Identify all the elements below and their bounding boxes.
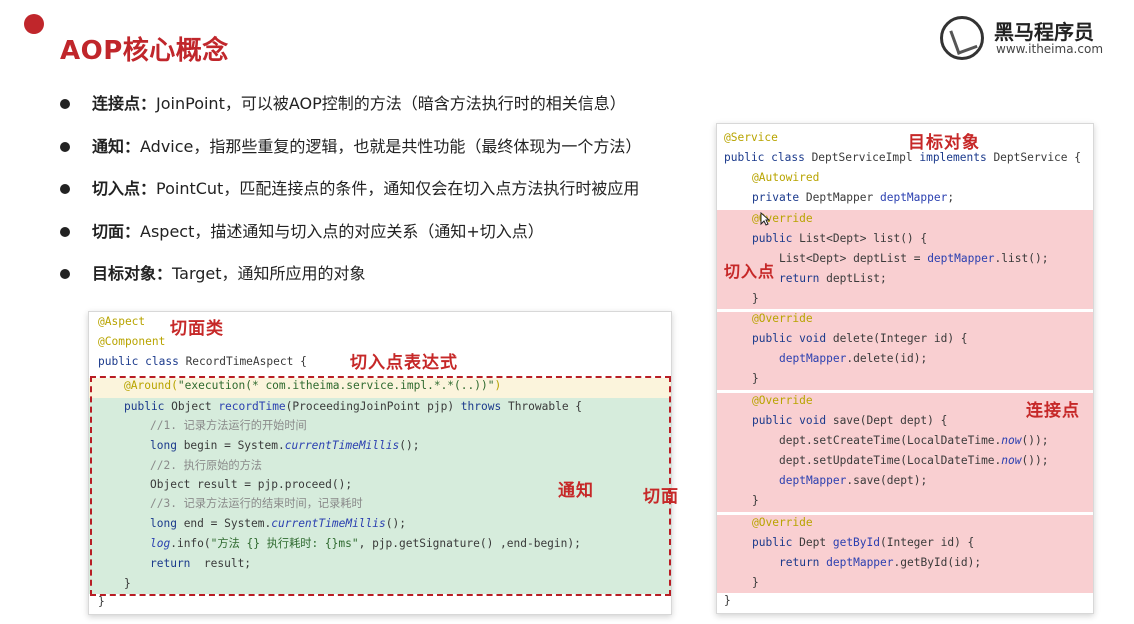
- joinpoint-highlight-getbyid: [717, 515, 1093, 593]
- advice-highlight: [89, 378, 671, 594]
- code-line: //3. 记录方法运行的结束时间，记录耗时: [150, 497, 363, 510]
- concept-desc: Advice，指那些重复的逻辑，也就是共性功能（最终体现为一个方法）: [140, 136, 642, 156]
- concept-item-target: 目标对象：Target，通知所应用的对象: [60, 262, 641, 305]
- code-line: }: [724, 594, 731, 607]
- mouse-cursor-icon: [760, 212, 770, 226]
- bullet-dot-icon: [60, 99, 70, 109]
- code-line: long end = System.currentTimeMillis();: [150, 517, 406, 530]
- annotation-pointcut-expression: 切入点表达式: [350, 353, 458, 373]
- code-line: //1. 记录方法运行的开始时间: [150, 419, 307, 432]
- code-line: @Override: [752, 394, 813, 407]
- joinpoint-highlight-list: [717, 210, 1093, 309]
- bullet-dot-icon: [60, 226, 70, 237]
- code-line: }: [752, 292, 759, 305]
- red-dot-decoration: [24, 14, 44, 34]
- concept-term: 连接点：: [92, 94, 157, 113]
- code-line: deptMapper.delete(id);: [779, 352, 928, 365]
- code-line: @Autowired: [752, 171, 820, 184]
- code-line: @Override: [752, 312, 813, 325]
- concept-term: 切入点：: [92, 179, 157, 198]
- page-title: AOP核心概念: [60, 36, 229, 66]
- code-line: public void save(Dept dept) {: [752, 414, 948, 427]
- joinpoint-highlight-delete: [717, 312, 1093, 390]
- code-line: public List<Dept> list() {: [752, 232, 928, 245]
- bullet-dot-icon: [60, 269, 70, 279]
- code-line: Object result = pjp.proceed();: [150, 478, 353, 491]
- code-line: public void delete(Integer id) {: [752, 332, 968, 345]
- concept-desc: PointCut，匹配连接点的条件，通知仅会在切入点方法执行时被应用: [156, 179, 640, 198]
- code-line: @Aspect: [98, 315, 146, 328]
- concept-desc: Target，通知所应用的对象: [172, 264, 366, 283]
- code-line: dept.setCreateTime(LocalDateTime.now());: [779, 434, 1049, 447]
- code-line: return deptList;: [779, 272, 887, 285]
- annotation-pointcut: 切入点: [724, 262, 776, 281]
- code-line: public Dept getById(Integer id) {: [752, 536, 975, 549]
- code-line: dept.setUpdateTime(LocalDateTime.now());: [779, 454, 1049, 467]
- code-line: @Override: [752, 516, 813, 529]
- annotation-advice: 通知: [558, 481, 594, 501]
- logo-url: www.itheima.com: [996, 42, 1104, 56]
- code-line: @Component: [98, 335, 166, 348]
- logo-name: 黑马程序员: [994, 20, 1094, 44]
- concept-item-pointcut: 切入点：PointCut，匹配连接点的条件，通知仅会在切入点方法执行时被应用: [60, 177, 641, 220]
- concept-item-advice: 通知：Advice，指那些重复的逻辑，也就是共性功能（最终体现为一个方法）: [60, 135, 641, 178]
- code-line: log.info("方法 {} 执行耗时: {}ms", pjp.getSign…: [150, 537, 581, 550]
- code-line: private DeptMapper deptMapper;: [752, 191, 955, 204]
- concept-item-aspect: 切面：Aspect，描述通知与切入点的对应关系（通知+切入点）: [60, 220, 641, 263]
- code-line: public class DeptServiceImpl implements …: [724, 151, 1081, 164]
- code-line: @Service: [724, 131, 778, 144]
- concept-term: 切面：: [92, 221, 141, 241]
- code-line: long begin = System.currentTimeMillis();: [150, 439, 420, 452]
- code-line: return deptMapper.getById(id);: [779, 556, 982, 569]
- code-line: List<Dept> deptList = deptMapper.list();: [779, 252, 1049, 265]
- code-line: }: [98, 595, 105, 608]
- code-line: return result;: [150, 557, 252, 570]
- concept-desc: JoinPoint，可以被AOP控制的方法（暗含方法执行时的相关信息）: [156, 94, 626, 113]
- code-line: public class RecordTimeAspect {: [98, 355, 307, 368]
- annotation-joinpoint: 连接点: [1026, 401, 1080, 421]
- horse-logo-icon: [940, 16, 984, 60]
- brand-logo: 黑马程序员 www.itheima.com: [940, 14, 1110, 62]
- aspect-code-panel: @Aspect @Component public class RecordTi…: [88, 311, 672, 615]
- aspect-dashed-box: [90, 376, 671, 596]
- bullet-dot-icon: [60, 141, 70, 152]
- joinpoint-highlight-save: [717, 393, 1093, 512]
- annotation-aspect-class: 切面类: [170, 319, 224, 339]
- code-line: }: [752, 494, 759, 507]
- code-line: //2. 执行原始的方法: [150, 459, 262, 472]
- pointcut-highlight: [89, 378, 671, 398]
- service-code-panel: @Service public class DeptServiceImpl im…: [716, 123, 1094, 614]
- concept-desc: Aspect，描述通知与切入点的对应关系（通知+切入点）: [140, 221, 544, 241]
- concept-list: 连接点：JoinPoint，可以被AOP控制的方法（暗含方法执行时的相关信息） …: [60, 92, 641, 305]
- concept-term: 目标对象：: [92, 264, 173, 283]
- code-line: deptMapper.save(dept);: [779, 474, 928, 487]
- code-line: public Object recordTime(ProceedingJoinP…: [124, 400, 583, 413]
- bullet-dot-icon: [60, 184, 70, 194]
- code-line: }: [752, 576, 759, 589]
- annotation-target: 目标对象: [908, 133, 980, 153]
- concept-item-joinpoint: 连接点：JoinPoint，可以被AOP控制的方法（暗含方法执行时的相关信息）: [60, 92, 641, 135]
- code-line: }: [752, 372, 759, 385]
- concept-term: 通知：: [92, 136, 141, 156]
- code-line: @Around("execution(* com.itheima.service…: [124, 379, 502, 392]
- code-line: }: [124, 577, 131, 590]
- annotation-aspect: 切面: [643, 487, 679, 507]
